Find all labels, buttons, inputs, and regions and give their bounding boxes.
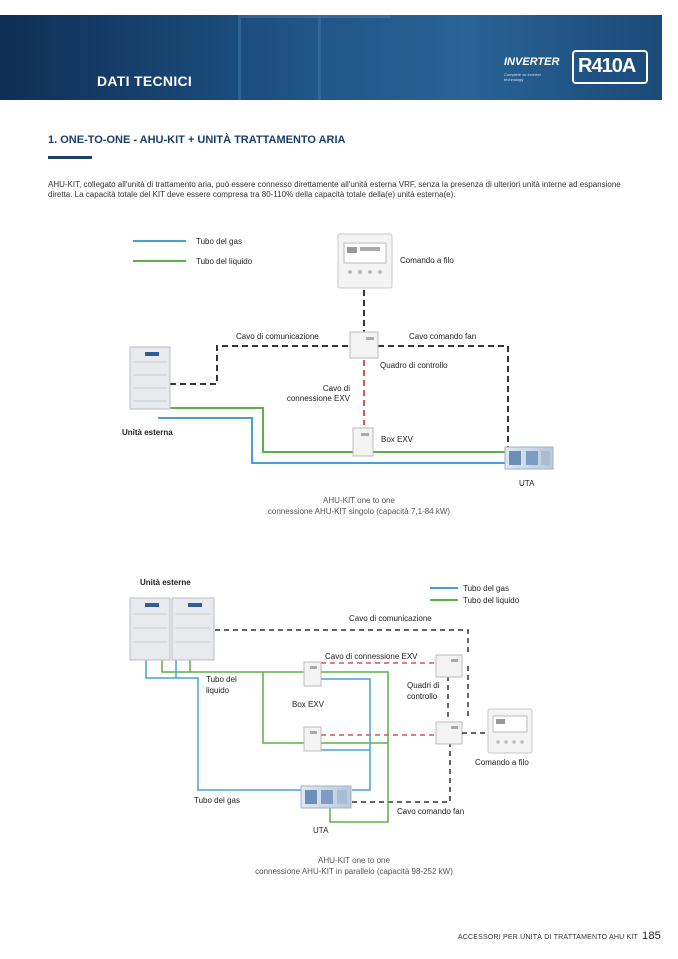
legend-gas-label: Tubo del gas [196, 237, 242, 246]
control-panels-label: controllo [407, 692, 438, 701]
exv-cable-label: connessione EXV [287, 394, 351, 403]
inverter-logo: INVERTER Complete dc inverter technology [502, 52, 560, 82]
wired-controller-icon [487, 708, 533, 754]
wired-control-label: Comando a filo [400, 256, 454, 265]
fan-cable-label: Cavo comando fan [397, 807, 464, 816]
legend-gas-label: Tubo del gas [463, 584, 509, 593]
legend-liquid-label: Tubo del liquido [196, 257, 253, 266]
communication-cable-label: Cavo di comunicazione [349, 614, 432, 623]
exv-cable-label: Cavo di connessione EXV [325, 652, 418, 661]
header-title: DATI TECNICI [97, 73, 193, 89]
wired-control-label: Comando a filo [475, 758, 529, 767]
communication-cable [215, 629, 469, 655]
r410a-logo-text: R410A [578, 55, 636, 77]
diagram1-caption: AHU-KIT one to one [323, 496, 395, 505]
section-title: 1. ONE-TO-ONE - AHU-KIT + UNITÀ TRATTAME… [48, 134, 346, 146]
header-background [0, 15, 662, 100]
liquid-pipe-label: Tubo del [206, 675, 237, 684]
legend-liquid-label: Tubo del liquido [463, 596, 520, 605]
intro-paragraph: AHU-KIT, collegato all'unità di trattame… [48, 180, 621, 199]
footer-text: ACCESSORI PER UNITÀ DI TRATTAMENTO AHU K… [457, 934, 638, 941]
fan-control-cable [352, 742, 451, 803]
control-panel-icon [349, 331, 379, 359]
outdoor-unit-icon [171, 597, 215, 661]
header-banner [0, 15, 662, 100]
diagram-parallel: Unità esterne Tubo del gas Tubo del liqu… [129, 578, 533, 876]
control-panel-icon [435, 654, 463, 678]
control-panel-label: Quadro di controllo [380, 361, 448, 370]
page-number: 185 [642, 930, 661, 942]
control-panels-label: Quadri di [407, 681, 440, 690]
exv-box-icon [303, 661, 322, 687]
inverter-logo-subtext: Complete dc inverter technology [504, 72, 541, 82]
fan-cable-label: Cavo comando fan [409, 332, 476, 341]
ahu-label: UTA [313, 826, 329, 835]
liquid-pipe [158, 407, 508, 453]
outdoor-unit-label: Unità esterna [122, 428, 173, 437]
header-window-decoration [238, 15, 391, 100]
r410a-logo: R410A [572, 50, 648, 84]
liquid-pipe-label: liquido [206, 686, 230, 695]
exv-box-icon [303, 726, 322, 752]
fan-control-cable [378, 345, 509, 450]
liquid-pipe [320, 671, 389, 823]
ahu-unit-icon [300, 785, 352, 809]
diagram1-caption: connessione AHU-KIT singolo (capacità 7,… [268, 507, 450, 516]
ahu-unit-icon [504, 446, 554, 470]
inverter-logo-text: INVERTER [504, 56, 560, 68]
exv-box-label: Box EXV [292, 700, 325, 709]
outdoor-unit-icon [129, 597, 171, 661]
gas-pipe [320, 678, 371, 791]
ahu-label: UTA [519, 479, 535, 488]
communication-cable [170, 345, 350, 385]
outdoor-units-label: Unità esterne [140, 578, 191, 587]
wired-controller-icon [337, 233, 393, 289]
diagram2-caption: connessione AHU-KIT in parallelo (capaci… [255, 867, 453, 876]
communication-cable-label: Cavo di comunicazione [236, 332, 319, 341]
page-footer: ACCESSORI PER UNITÀ DI TRATTAMENTO AHU K… [458, 930, 661, 942]
control-panel-icon [435, 721, 463, 745]
gas-pipe [158, 417, 508, 464]
exv-box-icon [352, 427, 374, 457]
outdoor-unit-icon [129, 346, 171, 410]
exv-cable-label: Cavo di [323, 384, 350, 393]
gas-pipe-label: Tubo del gas [194, 796, 240, 805]
gas-pipe [145, 660, 302, 791]
header-window-decoration [318, 15, 391, 100]
title-underline [48, 156, 92, 159]
exv-box-label: Box EXV [381, 435, 414, 444]
diagram-one-to-one: Tubo del gas Tubo del liquido Comando a … [122, 233, 554, 516]
diagram2-caption: AHU-KIT one to one [318, 856, 390, 865]
